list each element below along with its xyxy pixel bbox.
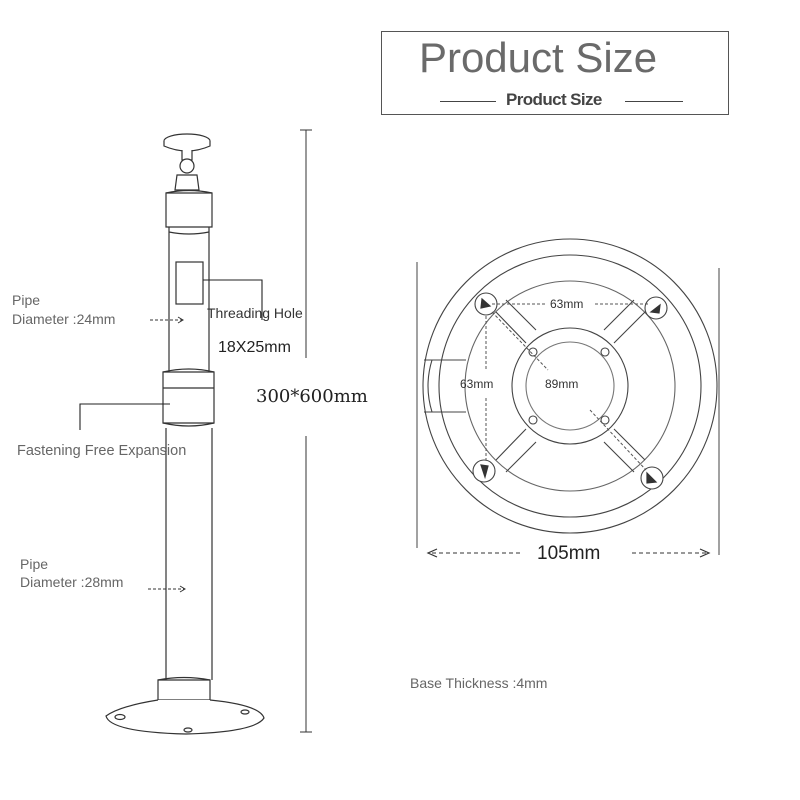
base-width-extents: [416, 262, 720, 555]
spoke-bottom-left: [495, 428, 537, 473]
swivel-joint: [174, 174, 200, 191]
upper-pipe-label: Pipe: [12, 292, 41, 308]
leader-lines: [79, 279, 263, 430]
base-dimension-lines: [485, 303, 650, 471]
fastening-collar: [162, 371, 215, 424]
pole-side-view: [105, 133, 265, 735]
threading-hole-size: 18X25mm: [218, 339, 291, 356]
base-plate: [105, 699, 265, 735]
mount-hole-arrows: [480, 297, 661, 484]
page-title: Product Size: [418, 34, 658, 81]
title-box: Product Size Product Size: [381, 31, 729, 115]
fastening-label: Fastening Free Expansion: [17, 443, 187, 459]
threading-hole-label: Threading Hole: [207, 305, 303, 321]
upper-sleeve: [165, 192, 213, 228]
page-subtitle: Product Size: [506, 90, 602, 109]
upper-pipe-diameter: Diameter :24mm: [12, 311, 116, 327]
subtitle-left-rule: [440, 101, 496, 102]
spoke-bottom-right: [603, 428, 646, 473]
base-width-label: 105mm: [537, 543, 601, 564]
threading-hole: [175, 261, 204, 305]
spoke-top-right: [603, 299, 646, 344]
total-length-dimension: [300, 129, 312, 733]
dashed-leaders: [148, 319, 184, 590]
base-thickness-label: Base Thickness :4mm: [410, 675, 548, 691]
total-length-label: 300*600mm: [256, 386, 368, 407]
lower-pipe-label: Pipe: [20, 556, 49, 572]
lower-tube: [165, 428, 213, 680]
hole-spacing-horizontal: 63mm: [550, 297, 584, 311]
lower-pipe-diameter: Diameter :28mm: [20, 574, 124, 590]
base-neck: [157, 679, 211, 701]
hole-spacing-vertical: 63mm: [460, 377, 494, 391]
spoke-top-left: [495, 299, 537, 344]
upper-tube: [168, 227, 210, 372]
hole-diagonal: 89mm: [545, 377, 579, 391]
subtitle-right-rule: [625, 101, 683, 102]
